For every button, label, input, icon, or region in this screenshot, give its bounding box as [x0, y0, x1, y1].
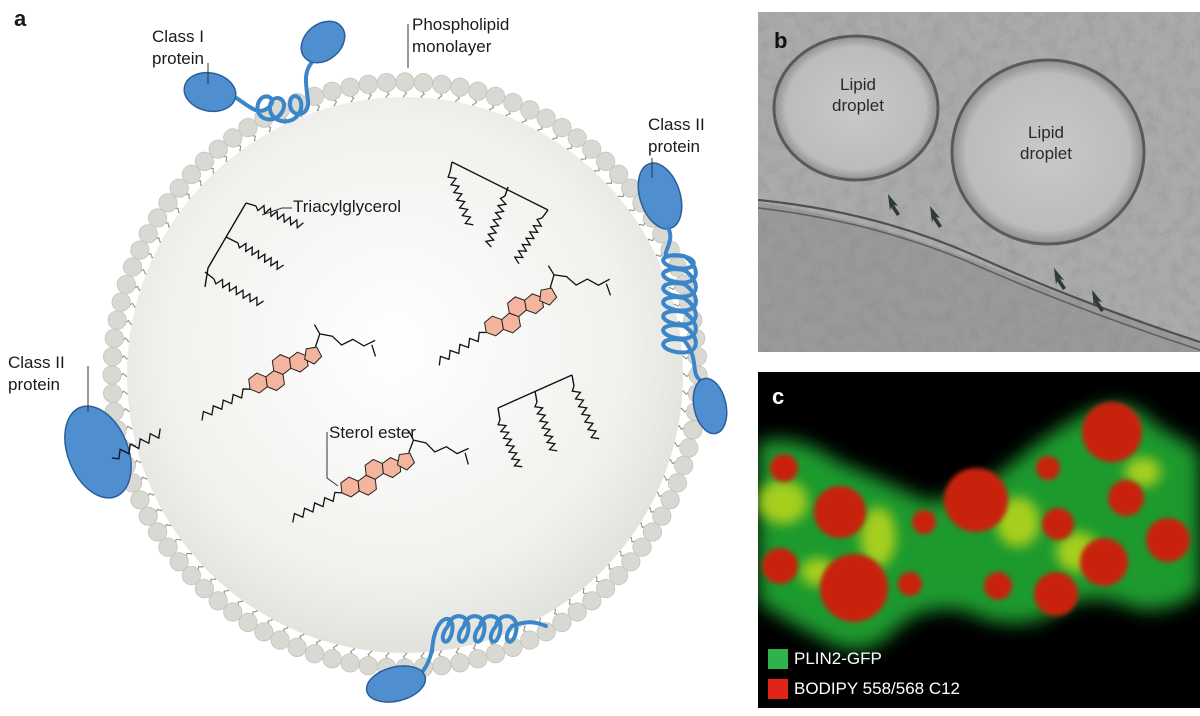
fluorescence-panel: c PLIN2-GFP BODIPY 558/568 C12	[758, 372, 1200, 708]
lipid-droplet-left	[772, 34, 940, 182]
class-ii-protein-right-label: Class II protein	[648, 115, 705, 156]
core-contents	[201, 161, 612, 523]
leader-line	[261, 207, 292, 216]
bodipy-signal	[762, 402, 1190, 622]
electron-micrograph-panel: b Lipid droplet Lipid droplet	[758, 12, 1200, 352]
leader-line	[326, 432, 339, 487]
lipid-droplet-diagram	[64, 20, 728, 703]
panel-c-letter: c	[772, 384, 785, 409]
triacylglycerol-label: Triacylglycerol	[293, 197, 402, 216]
class-i-protein-left-domain	[183, 71, 237, 113]
legend-swatch	[768, 649, 788, 669]
lipid-droplet-right	[950, 58, 1146, 246]
legend-swatch	[768, 679, 788, 699]
legend-item: PLIN2-GFP	[768, 648, 882, 670]
micrograph-image	[758, 12, 1200, 352]
triacylglycerol-molecule	[204, 202, 304, 307]
sterol-ester-molecule	[292, 430, 469, 523]
lipid-droplet-left-label: Lipid droplet	[832, 75, 884, 115]
class-i-protein-coil	[223, 56, 318, 124]
bottom-protein-coil	[430, 614, 548, 654]
sterol-ester-label: Sterol ester	[329, 423, 416, 442]
sterol-ester-molecule	[201, 324, 377, 421]
bottom-protein-domain	[365, 665, 427, 703]
phospholipid-monolayer-label: Phospholipid monolayer	[412, 15, 510, 56]
sterol-ester-molecule	[438, 265, 612, 366]
legend-label: PLIN2-GFP	[794, 649, 882, 668]
legend-label: BODIPY 558/568 C12	[794, 679, 961, 698]
label-leader-lines	[87, 24, 653, 487]
class-ii-protein-left-label: Class II protein	[8, 353, 65, 394]
panel-b-letter: b	[774, 28, 788, 53]
class-i-protein-label: Class I protein	[152, 27, 204, 68]
lipid-droplet-right-label: Lipid droplet	[1020, 123, 1072, 163]
triacylglycerol-molecule	[497, 374, 600, 468]
lipid-core	[127, 97, 683, 653]
class-ii-protein-right-bottom-domain	[692, 377, 728, 435]
class-ii-protein-right-top-domain	[637, 162, 683, 230]
proteins	[64, 20, 728, 703]
class-i-protein-right-domain	[300, 20, 346, 64]
class-ii-protein-right-helix	[661, 226, 702, 382]
triacylglycerol-molecule	[447, 161, 549, 265]
class-ii-protein-left-domain	[64, 405, 132, 499]
membrane-arrows	[888, 194, 1104, 312]
panel-a-letter: a	[14, 6, 27, 31]
legend-item: BODIPY 558/568 C12	[768, 678, 960, 700]
fluorescence-image	[758, 372, 1200, 708]
